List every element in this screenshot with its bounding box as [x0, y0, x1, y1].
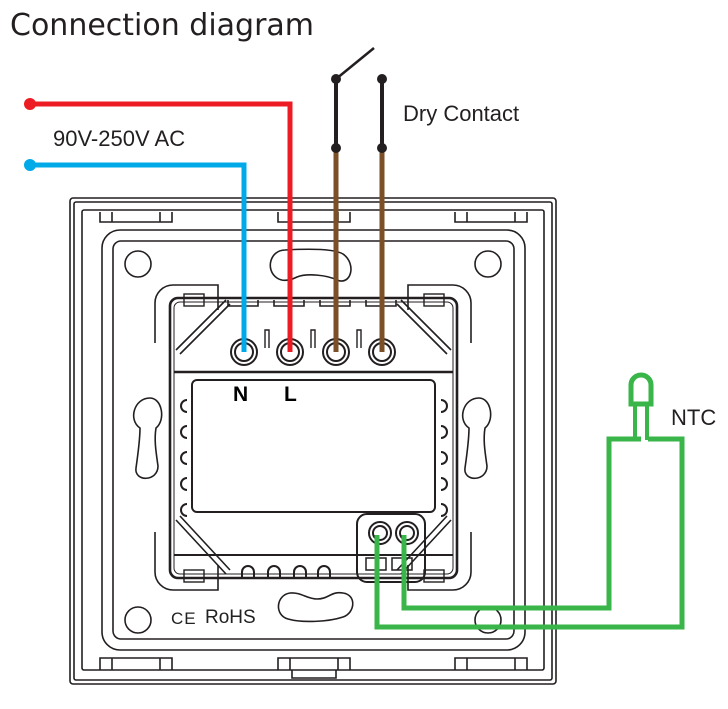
mounting-hole [124, 606, 152, 634]
display-window [191, 379, 436, 513]
right-slot [461, 397, 492, 480]
ntc-label: NTC [671, 405, 717, 430]
device-housing [69, 197, 557, 685]
dry-contact-label: Dry Contact [403, 101, 520, 126]
terminal-block [230, 329, 396, 366]
ce-mark-icon: CE [171, 609, 197, 628]
ntc-wire-1 [374, 436, 685, 630]
mounting-plate [101, 229, 526, 651]
ntc-wires [374, 372, 685, 630]
mounting-hole [124, 250, 152, 278]
ntc-sensor-head [628, 372, 654, 407]
dry-contact-switch-icon [331, 47, 387, 153]
outer-frame [69, 197, 557, 685]
module-bracket [154, 284, 219, 343]
live-wire [30, 101, 293, 352]
ntc-wire-2 [401, 436, 641, 611]
left-slot [132, 397, 163, 480]
rohs-label: RoHS [205, 607, 256, 628]
ntc-sensor-icon [633, 405, 649, 440]
wires [24, 47, 685, 630]
inner-frame [81, 209, 545, 671]
mounting-hole [474, 250, 502, 278]
terminal-l-label: L [284, 383, 297, 406]
top-slot [269, 248, 352, 282]
bottom-pins [241, 565, 331, 578]
voltage-label: 90V-250V AC [53, 126, 186, 151]
neutral-wire [30, 162, 247, 352]
ntc-terminal-block [356, 513, 426, 583]
neutral-wire-end-dot [24, 159, 36, 171]
module-body [168, 296, 459, 580]
diagram-title: Connection diagram [10, 8, 315, 43]
side-pins [180, 399, 448, 517]
bottom-slot [277, 591, 354, 623]
terminal-n-label: N [233, 383, 249, 406]
live-wire-end-dot [24, 98, 36, 110]
